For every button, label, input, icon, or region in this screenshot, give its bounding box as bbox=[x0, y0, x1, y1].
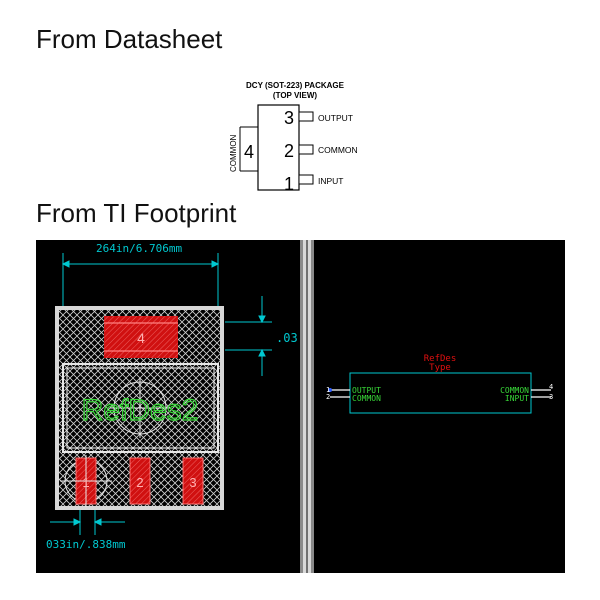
pad-3 bbox=[182, 457, 204, 505]
symbol-pin-1-name: OUTPUT bbox=[352, 386, 381, 395]
pin-name-2: COMMON bbox=[318, 145, 358, 155]
symbol-pin-3-name: INPUT bbox=[505, 394, 529, 403]
top-dimension-label: 264in/6.706mm bbox=[96, 242, 182, 255]
symbol-pin-2-num: 2 bbox=[326, 393, 330, 401]
right-dimension-label: .03 bbox=[276, 331, 298, 345]
pin-3-lead bbox=[298, 111, 314, 122]
top-dimension bbox=[61, 253, 220, 310]
pin-number-2: 2 bbox=[284, 141, 294, 161]
symbol-type: Type bbox=[429, 363, 451, 373]
bottom-dimension-label: 033in/.838mm bbox=[46, 538, 126, 551]
pin-name-3: OUTPUT bbox=[318, 113, 353, 123]
bottom-dimension bbox=[50, 510, 125, 535]
symbol-body bbox=[349, 372, 532, 414]
symbol-pin-4-name: COMMON bbox=[500, 386, 529, 395]
footprint-heading: From TI Footprint bbox=[36, 198, 237, 228]
pin-1-lead bbox=[298, 174, 314, 185]
symbol-pin-3-num: 3 bbox=[549, 393, 553, 401]
pad-1 bbox=[60, 455, 112, 507]
body-outline bbox=[62, 363, 219, 453]
symbol-refdes: RefDes bbox=[424, 354, 457, 364]
symbol-pin-4-num: 4 bbox=[549, 383, 553, 391]
package-body bbox=[257, 104, 300, 191]
pad-3-label: 3 bbox=[189, 475, 196, 490]
pin-number-1: 1 bbox=[284, 174, 294, 194]
pin-number-3: 3 bbox=[284, 108, 294, 128]
right-dimension bbox=[225, 296, 272, 376]
package-subtitle: (TOP VIEW) bbox=[273, 91, 317, 100]
pad-2-label: 2 bbox=[136, 475, 143, 490]
datasheet-package-drawing: DCY (SOT-223) PACKAGE (TOP VIEW) COMMON … bbox=[229, 81, 358, 194]
symbol-pin-2-name: COMMON bbox=[352, 394, 381, 403]
refdes-label: RefDes2 bbox=[82, 394, 199, 427]
package-title: DCY (SOT-223) PACKAGE bbox=[246, 81, 345, 90]
pad-1-label: 1 bbox=[82, 475, 89, 490]
datasheet-heading: From Datasheet bbox=[36, 24, 223, 54]
symbol-pin-1-num: 1 bbox=[326, 386, 330, 394]
tab-label: COMMON bbox=[229, 134, 238, 172]
tab-pin-number: 4 bbox=[244, 142, 254, 162]
pin-name-1: INPUT bbox=[318, 176, 344, 186]
pad-2 bbox=[129, 457, 151, 505]
tab-pad-label: 4 bbox=[137, 330, 145, 346]
pin-2-lead bbox=[298, 144, 314, 155]
symbol-panel bbox=[314, 240, 565, 573]
